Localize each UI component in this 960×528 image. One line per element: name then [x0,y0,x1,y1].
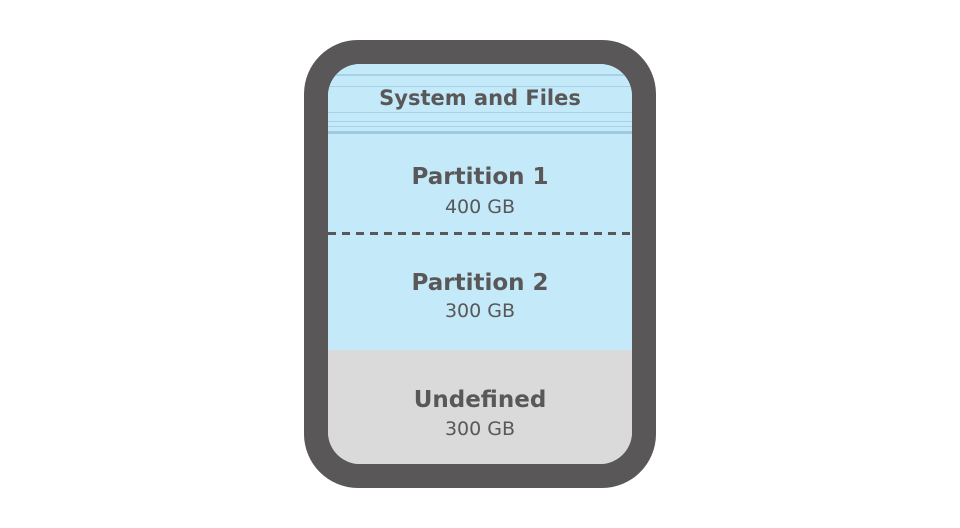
undefined-name: Undefined [413,387,547,413]
partition-divider-1 [328,232,632,235]
partition-1-size: 400 GB [444,196,516,218]
partition-2-name: Partition 2 [411,270,549,296]
partition-1-section: Partition 1 400 GB [328,136,632,232]
disk-drive: System and Files Partition 1 400 GB Part… [304,40,656,488]
system-section: System and Files [328,64,632,136]
undefined-size: 300 GB [444,418,516,440]
system-label: System and Files [379,86,581,110]
undefined-section: Undefined 300 GB [328,350,632,464]
partition-1-name: Partition 1 [411,164,549,190]
partition-2-section: Partition 2 300 GB [328,232,632,350]
disk-contents: System and Files Partition 1 400 GB Part… [328,64,632,464]
partition-2-size: 300 GB [444,300,516,322]
